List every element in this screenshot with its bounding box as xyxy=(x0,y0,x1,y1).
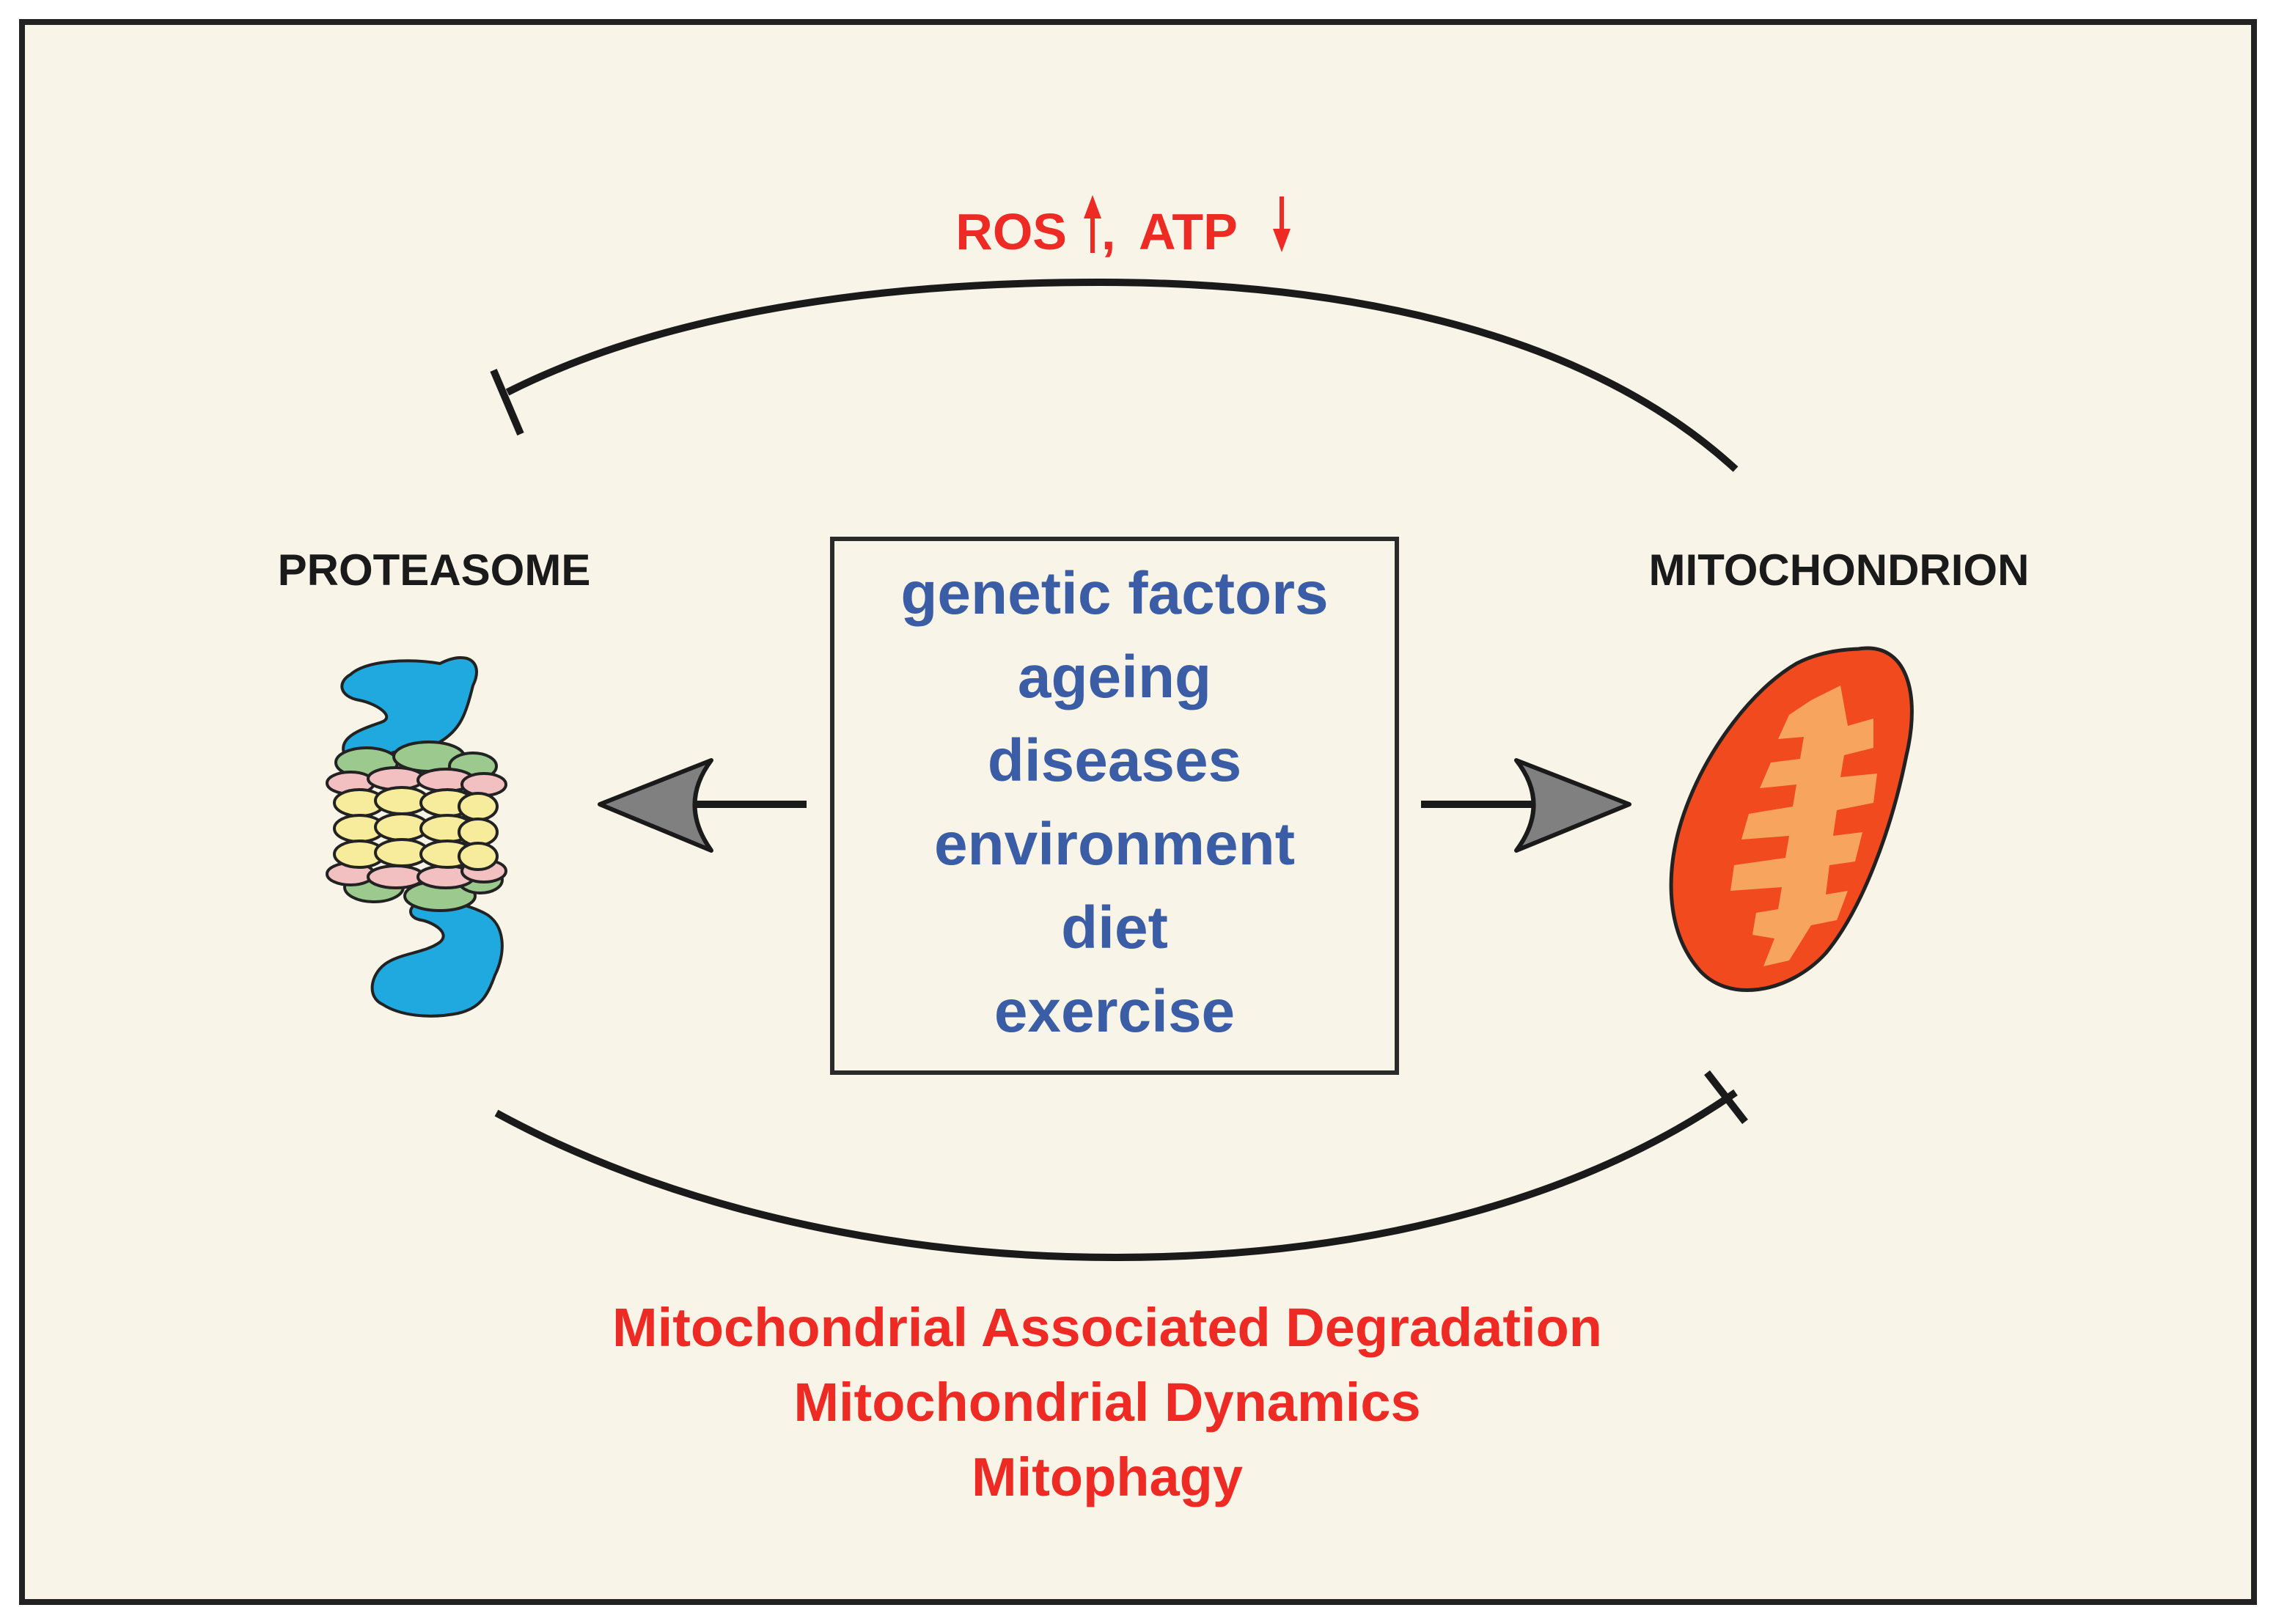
separator-label: , xyxy=(1101,203,1115,260)
ros-label: ROS xyxy=(955,203,1067,260)
factor-diet: diet xyxy=(1061,894,1168,961)
mitochondrion-label: MITOCHONDRION xyxy=(1649,545,2030,595)
proteasome-label: PROTEASOME xyxy=(278,545,591,595)
mitochondrion-cristae xyxy=(1730,686,1877,966)
effect-mitophagy: Mitophagy xyxy=(972,1447,1243,1507)
factor-diseases: diseases xyxy=(987,727,1242,794)
top-inhibition-arc xyxy=(490,278,1739,472)
effect-mad: Mitochondrial Associated Degradation xyxy=(612,1297,1602,1358)
mitochondrion-icon xyxy=(1669,646,1914,992)
factors-list: genetic factors ageing diseases environm… xyxy=(832,535,1397,1070)
right-arrow xyxy=(1421,758,1631,853)
bottom-effects-list: Mitochondrial Associated Degradation Mit… xyxy=(513,1290,1701,1515)
bottom-arc-line xyxy=(494,1089,1738,1262)
right-arrowhead xyxy=(1514,758,1631,853)
arrow-up-icon xyxy=(1084,195,1101,253)
top-arc-bar xyxy=(490,369,524,436)
ros-atp-label: ROS , ATP xyxy=(955,195,1291,260)
bottom-inhibition-arc xyxy=(494,1070,1748,1262)
bottom-arc-bar xyxy=(1704,1070,1748,1125)
proteasome-icon xyxy=(326,655,507,1018)
effect-dynamics: Mitochondrial Dynamics xyxy=(793,1372,1421,1433)
factor-environment: environment xyxy=(933,811,1296,878)
left-arrow xyxy=(598,758,807,853)
factor-ageing: ageing xyxy=(1017,644,1212,710)
arrow-down-icon xyxy=(1273,196,1291,252)
atp-label: ATP xyxy=(1139,203,1238,260)
factors-box xyxy=(830,537,1399,1075)
left-arrowhead xyxy=(598,758,713,853)
top-arc-line xyxy=(505,278,1739,472)
factor-genetic: genetic factors xyxy=(900,560,1329,627)
factor-exercise: exercise xyxy=(994,978,1236,1045)
